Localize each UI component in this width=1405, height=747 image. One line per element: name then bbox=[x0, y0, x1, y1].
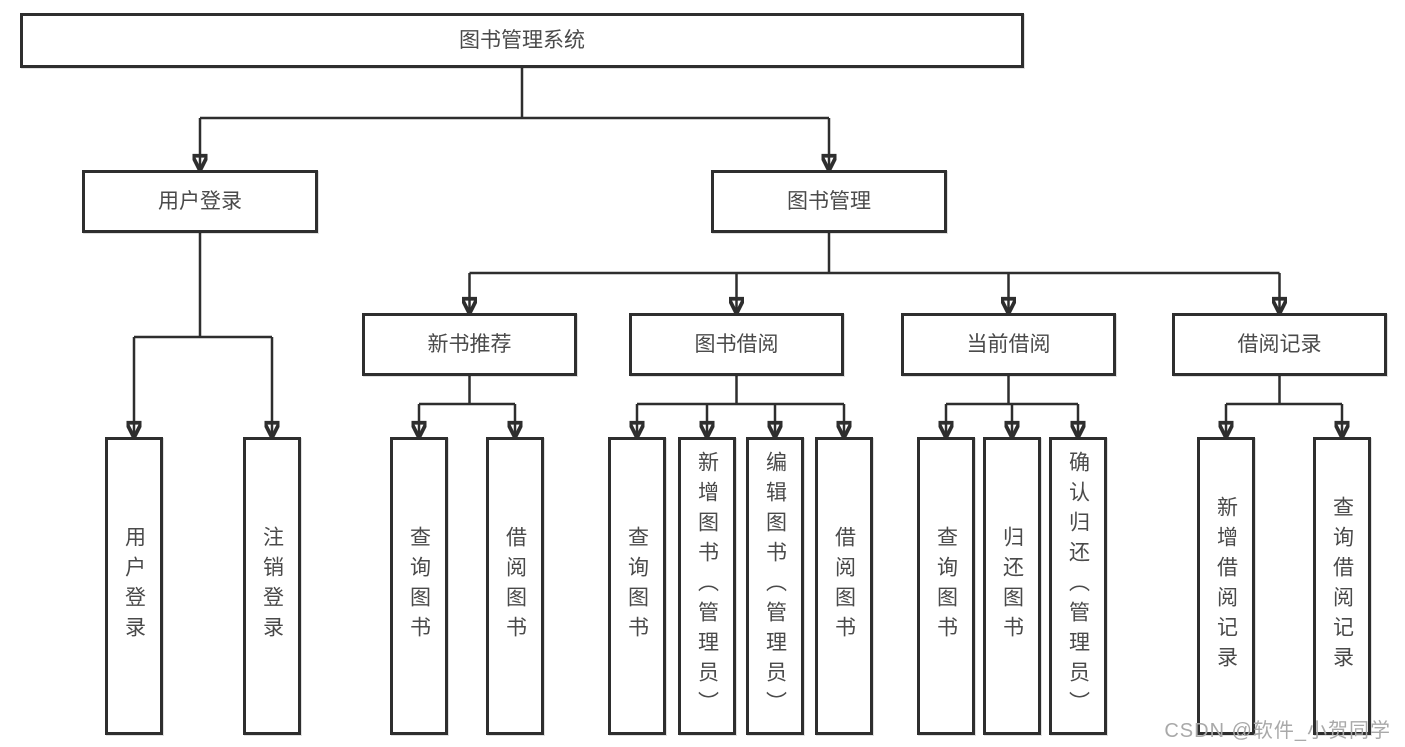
node-root-label: 图书管理系统 bbox=[459, 29, 585, 52]
watermark: CSDN @软件_小贺同学 bbox=[1164, 720, 1391, 742]
leaf-borrow-books: 借阅图书 bbox=[815, 437, 873, 735]
node-borrowing-records-label: 借阅记录 bbox=[1237, 333, 1322, 356]
leaf-query-books-recommend-label: 查询图书 bbox=[407, 526, 431, 646]
leaf-borrow-books-recommend: 借阅图书 bbox=[486, 437, 544, 735]
leaf-return-books: 归还图书 bbox=[983, 437, 1041, 735]
leaf-query-books-recommend: 查询图书 bbox=[390, 437, 448, 735]
leaf-edit-books-admin-label: 编辑图书（管理员） bbox=[763, 451, 787, 721]
leaf-confirm-return-admin-label: 确认归还（管理员） bbox=[1066, 451, 1090, 721]
leaf-borrow-books-label: 借阅图书 bbox=[832, 526, 856, 646]
leaf-add-borrow-record: 新增借阅记录 bbox=[1197, 437, 1255, 735]
leaf-user-login: 用户登录 bbox=[105, 437, 163, 735]
node-user-login: 用户登录 bbox=[82, 170, 318, 233]
leaf-query-books-borrowing: 查询图书 bbox=[608, 437, 666, 735]
node-current-borrowing: 当前借阅 bbox=[901, 313, 1116, 376]
node-current-borrowing-label: 当前借阅 bbox=[966, 333, 1051, 356]
leaf-borrow-books-recommend-label: 借阅图书 bbox=[503, 526, 527, 646]
leaf-return-books-label: 归还图书 bbox=[1000, 526, 1024, 646]
leaf-confirm-return-admin: 确认归还（管理员） bbox=[1049, 437, 1107, 735]
leaf-query-books-borrowing-label: 查询图书 bbox=[625, 526, 649, 646]
leaf-add-borrow-record-label: 新增借阅记录 bbox=[1214, 496, 1238, 676]
leaf-edit-books-admin: 编辑图书（管理员） bbox=[746, 437, 804, 735]
leaf-query-borrow-record-label: 查询借阅记录 bbox=[1330, 496, 1354, 676]
node-book-borrowing-label: 图书借阅 bbox=[694, 333, 779, 356]
node-new-book-recommend: 新书推荐 bbox=[362, 313, 577, 376]
node-borrowing-records: 借阅记录 bbox=[1172, 313, 1387, 376]
node-root: 图书管理系统 bbox=[20, 13, 1024, 68]
leaf-user-login-label: 用户登录 bbox=[122, 526, 146, 646]
node-book-management-label: 图书管理 bbox=[787, 190, 871, 213]
leaf-query-books-current-label: 查询图书 bbox=[934, 526, 958, 646]
leaf-logout: 注销登录 bbox=[243, 437, 301, 735]
node-user-login-label: 用户登录 bbox=[158, 190, 242, 213]
leaf-query-books-current: 查询图书 bbox=[917, 437, 975, 735]
leaf-add-books-admin: 新增图书（管理员） bbox=[678, 437, 736, 735]
node-book-management: 图书管理 bbox=[711, 170, 947, 233]
node-new-book-recommend-label: 新书推荐 bbox=[427, 333, 512, 356]
leaf-logout-label: 注销登录 bbox=[260, 526, 284, 646]
leaf-add-books-admin-label: 新增图书（管理员） bbox=[695, 451, 719, 721]
leaf-query-borrow-record: 查询借阅记录 bbox=[1313, 437, 1371, 735]
node-book-borrowing: 图书借阅 bbox=[629, 313, 844, 376]
